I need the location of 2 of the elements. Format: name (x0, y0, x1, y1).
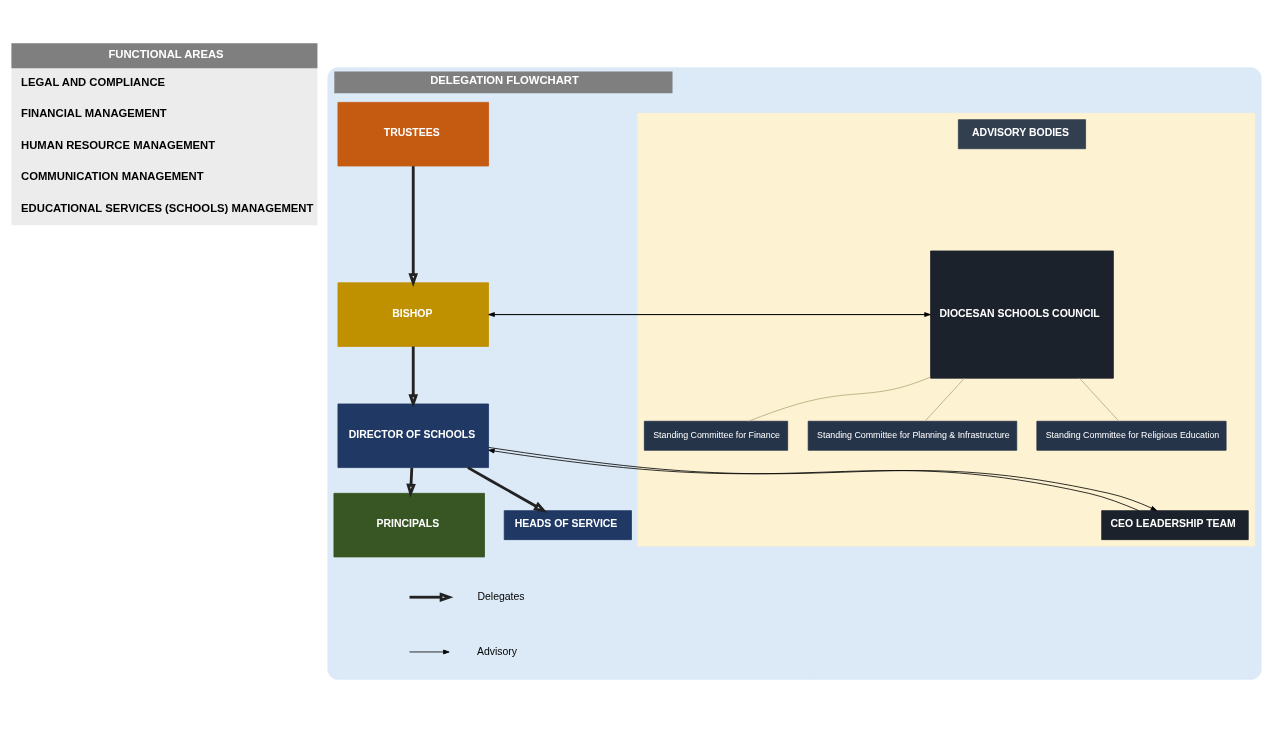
legend-label: Advisory (476, 645, 518, 657)
legend-label: Delegates (477, 590, 525, 602)
